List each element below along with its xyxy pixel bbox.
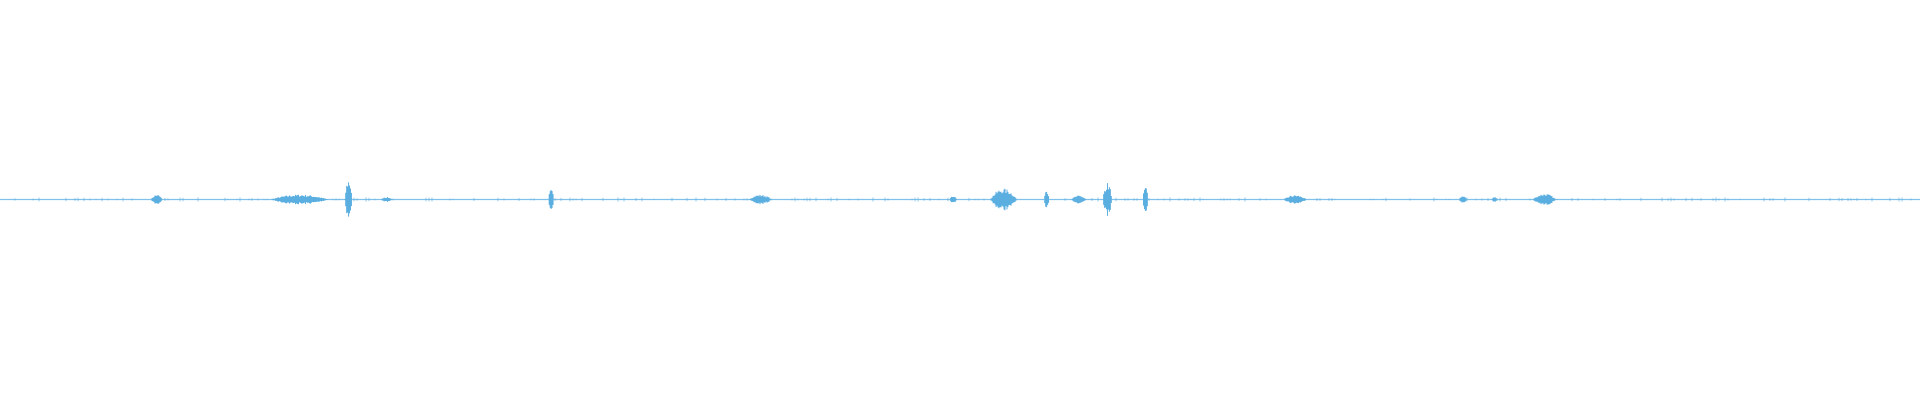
waveform-burst (1143, 188, 1148, 211)
waveform-burst (1103, 183, 1112, 216)
waveform-burst (151, 195, 163, 204)
waveform-burst (949, 196, 957, 203)
waveform-noise (14, 197, 1912, 202)
waveform-burst (1533, 197, 1541, 202)
waveform-burst (1284, 195, 1307, 204)
waveform-burst (271, 194, 328, 205)
waveform-burst (345, 182, 352, 217)
waveform-burst (1459, 196, 1467, 203)
waveform-bursts (14, 182, 1912, 217)
waveform-burst (990, 188, 1017, 211)
waveform-burst (749, 194, 772, 205)
waveform-burst (381, 197, 392, 202)
